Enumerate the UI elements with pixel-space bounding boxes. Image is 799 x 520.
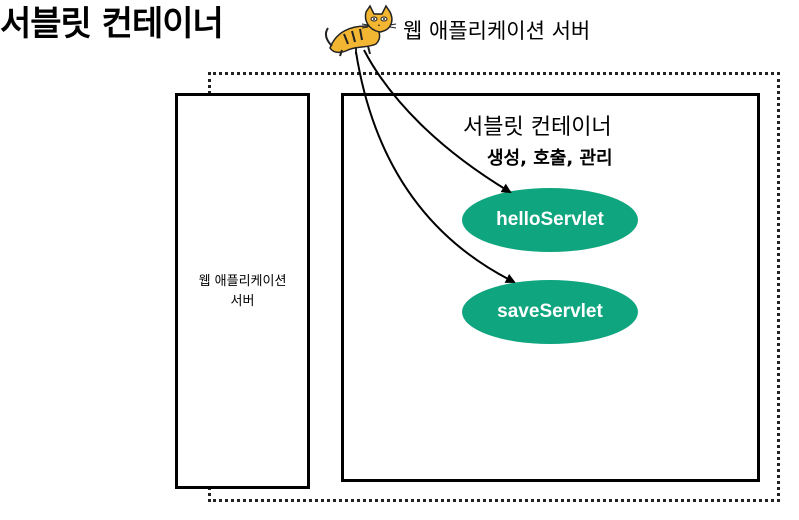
was-box-label-line2: 서버 bbox=[230, 294, 255, 309]
page-title: 서블릿 컨테이너 bbox=[0, 4, 224, 44]
web-application-server-box: 웹 애플리케이션 서버 bbox=[175, 93, 310, 489]
save-servlet-node: saveServlet bbox=[462, 280, 638, 344]
was-box-label: 웹 애플리케이션 서버 bbox=[178, 272, 307, 312]
servlet-container-title: 서블릿 컨테이너 bbox=[463, 115, 612, 140]
hello-servlet-node: helloServlet bbox=[462, 188, 638, 252]
hello-servlet-label: helloServlet bbox=[496, 209, 604, 230]
tomcat-label: 웹 애플리케이션 서버 bbox=[403, 19, 591, 43]
servlet-container-subtitle: 생성, 호출, 관리 bbox=[487, 148, 613, 169]
tomcat-cat-icon bbox=[324, 4, 397, 57]
save-servlet-label: saveServlet bbox=[497, 301, 603, 322]
was-box-label-line1: 웹 애플리케이션 bbox=[198, 274, 287, 289]
